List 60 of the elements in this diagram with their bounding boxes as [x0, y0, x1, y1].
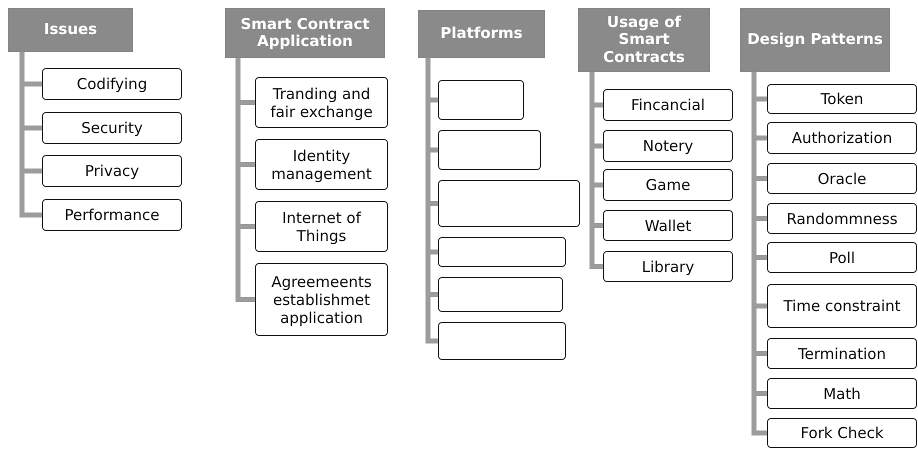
- item-box: [767, 203, 917, 234]
- blank-box: [438, 277, 563, 312]
- item-box: [767, 418, 917, 448]
- item-label: Tranding and fair exchange: [269, 84, 374, 120]
- item-box: [42, 199, 182, 231]
- item-label: Codifying: [76, 75, 148, 93]
- item-box: [603, 89, 733, 121]
- item-label: Token: [820, 90, 864, 108]
- category-header: [578, 8, 710, 72]
- item-label: Identity management: [270, 146, 373, 182]
- header-text: Design Patterns: [746, 31, 884, 49]
- blank-box: [438, 130, 541, 170]
- category-header: [418, 10, 545, 58]
- category-header: [225, 8, 385, 58]
- blank-box: [438, 80, 524, 120]
- item-box: [767, 284, 917, 328]
- item-label: Performance: [63, 206, 161, 224]
- category-header: [8, 8, 133, 52]
- category-header: [740, 8, 890, 72]
- item-label: Randommness: [785, 210, 899, 228]
- item-box: [603, 251, 733, 282]
- item-label: Poll: [828, 248, 856, 266]
- item-label: Agreemeents establishmet application: [270, 272, 373, 326]
- item-label: Authorization: [790, 129, 894, 147]
- header-text: Smart Contract Application: [239, 16, 371, 50]
- item-box: [767, 163, 917, 194]
- item-box: [603, 169, 733, 201]
- header-text: Platforms: [439, 25, 524, 43]
- item-box: [42, 112, 182, 144]
- item-label: Security: [80, 119, 144, 137]
- item-box: [767, 242, 917, 273]
- item-box: [767, 122, 917, 154]
- item-box: [42, 155, 182, 187]
- header-text: Issues: [42, 21, 98, 39]
- item-label: Privacy: [84, 162, 140, 180]
- item-box: [767, 84, 917, 114]
- item-label: Notery: [642, 137, 694, 155]
- item-box: [255, 263, 388, 336]
- blank-box: [438, 237, 566, 267]
- blank-box: [438, 180, 580, 227]
- item-box: [255, 139, 388, 190]
- item-label: Time constraint: [782, 297, 902, 315]
- item-label: Fincancial: [630, 96, 706, 114]
- item-label: Internet of Things: [281, 208, 362, 244]
- blank-box: [438, 322, 566, 360]
- item-box: [603, 210, 733, 241]
- item-box: [767, 338, 917, 369]
- item-box: [255, 201, 388, 252]
- item-box: [603, 130, 733, 162]
- item-label: Oracle: [816, 170, 868, 188]
- item-box: [42, 68, 182, 100]
- item-label: Fork Check: [799, 424, 885, 442]
- item-box: [255, 77, 388, 128]
- item-box: [767, 378, 917, 409]
- item-label: Library: [640, 258, 696, 276]
- header-text: Usage of Smart Contracts: [602, 14, 686, 66]
- item-label: Wallet: [644, 216, 692, 234]
- item-label: Termination: [797, 344, 887, 362]
- item-label: Game: [644, 176, 692, 194]
- item-label: Math: [822, 384, 862, 402]
